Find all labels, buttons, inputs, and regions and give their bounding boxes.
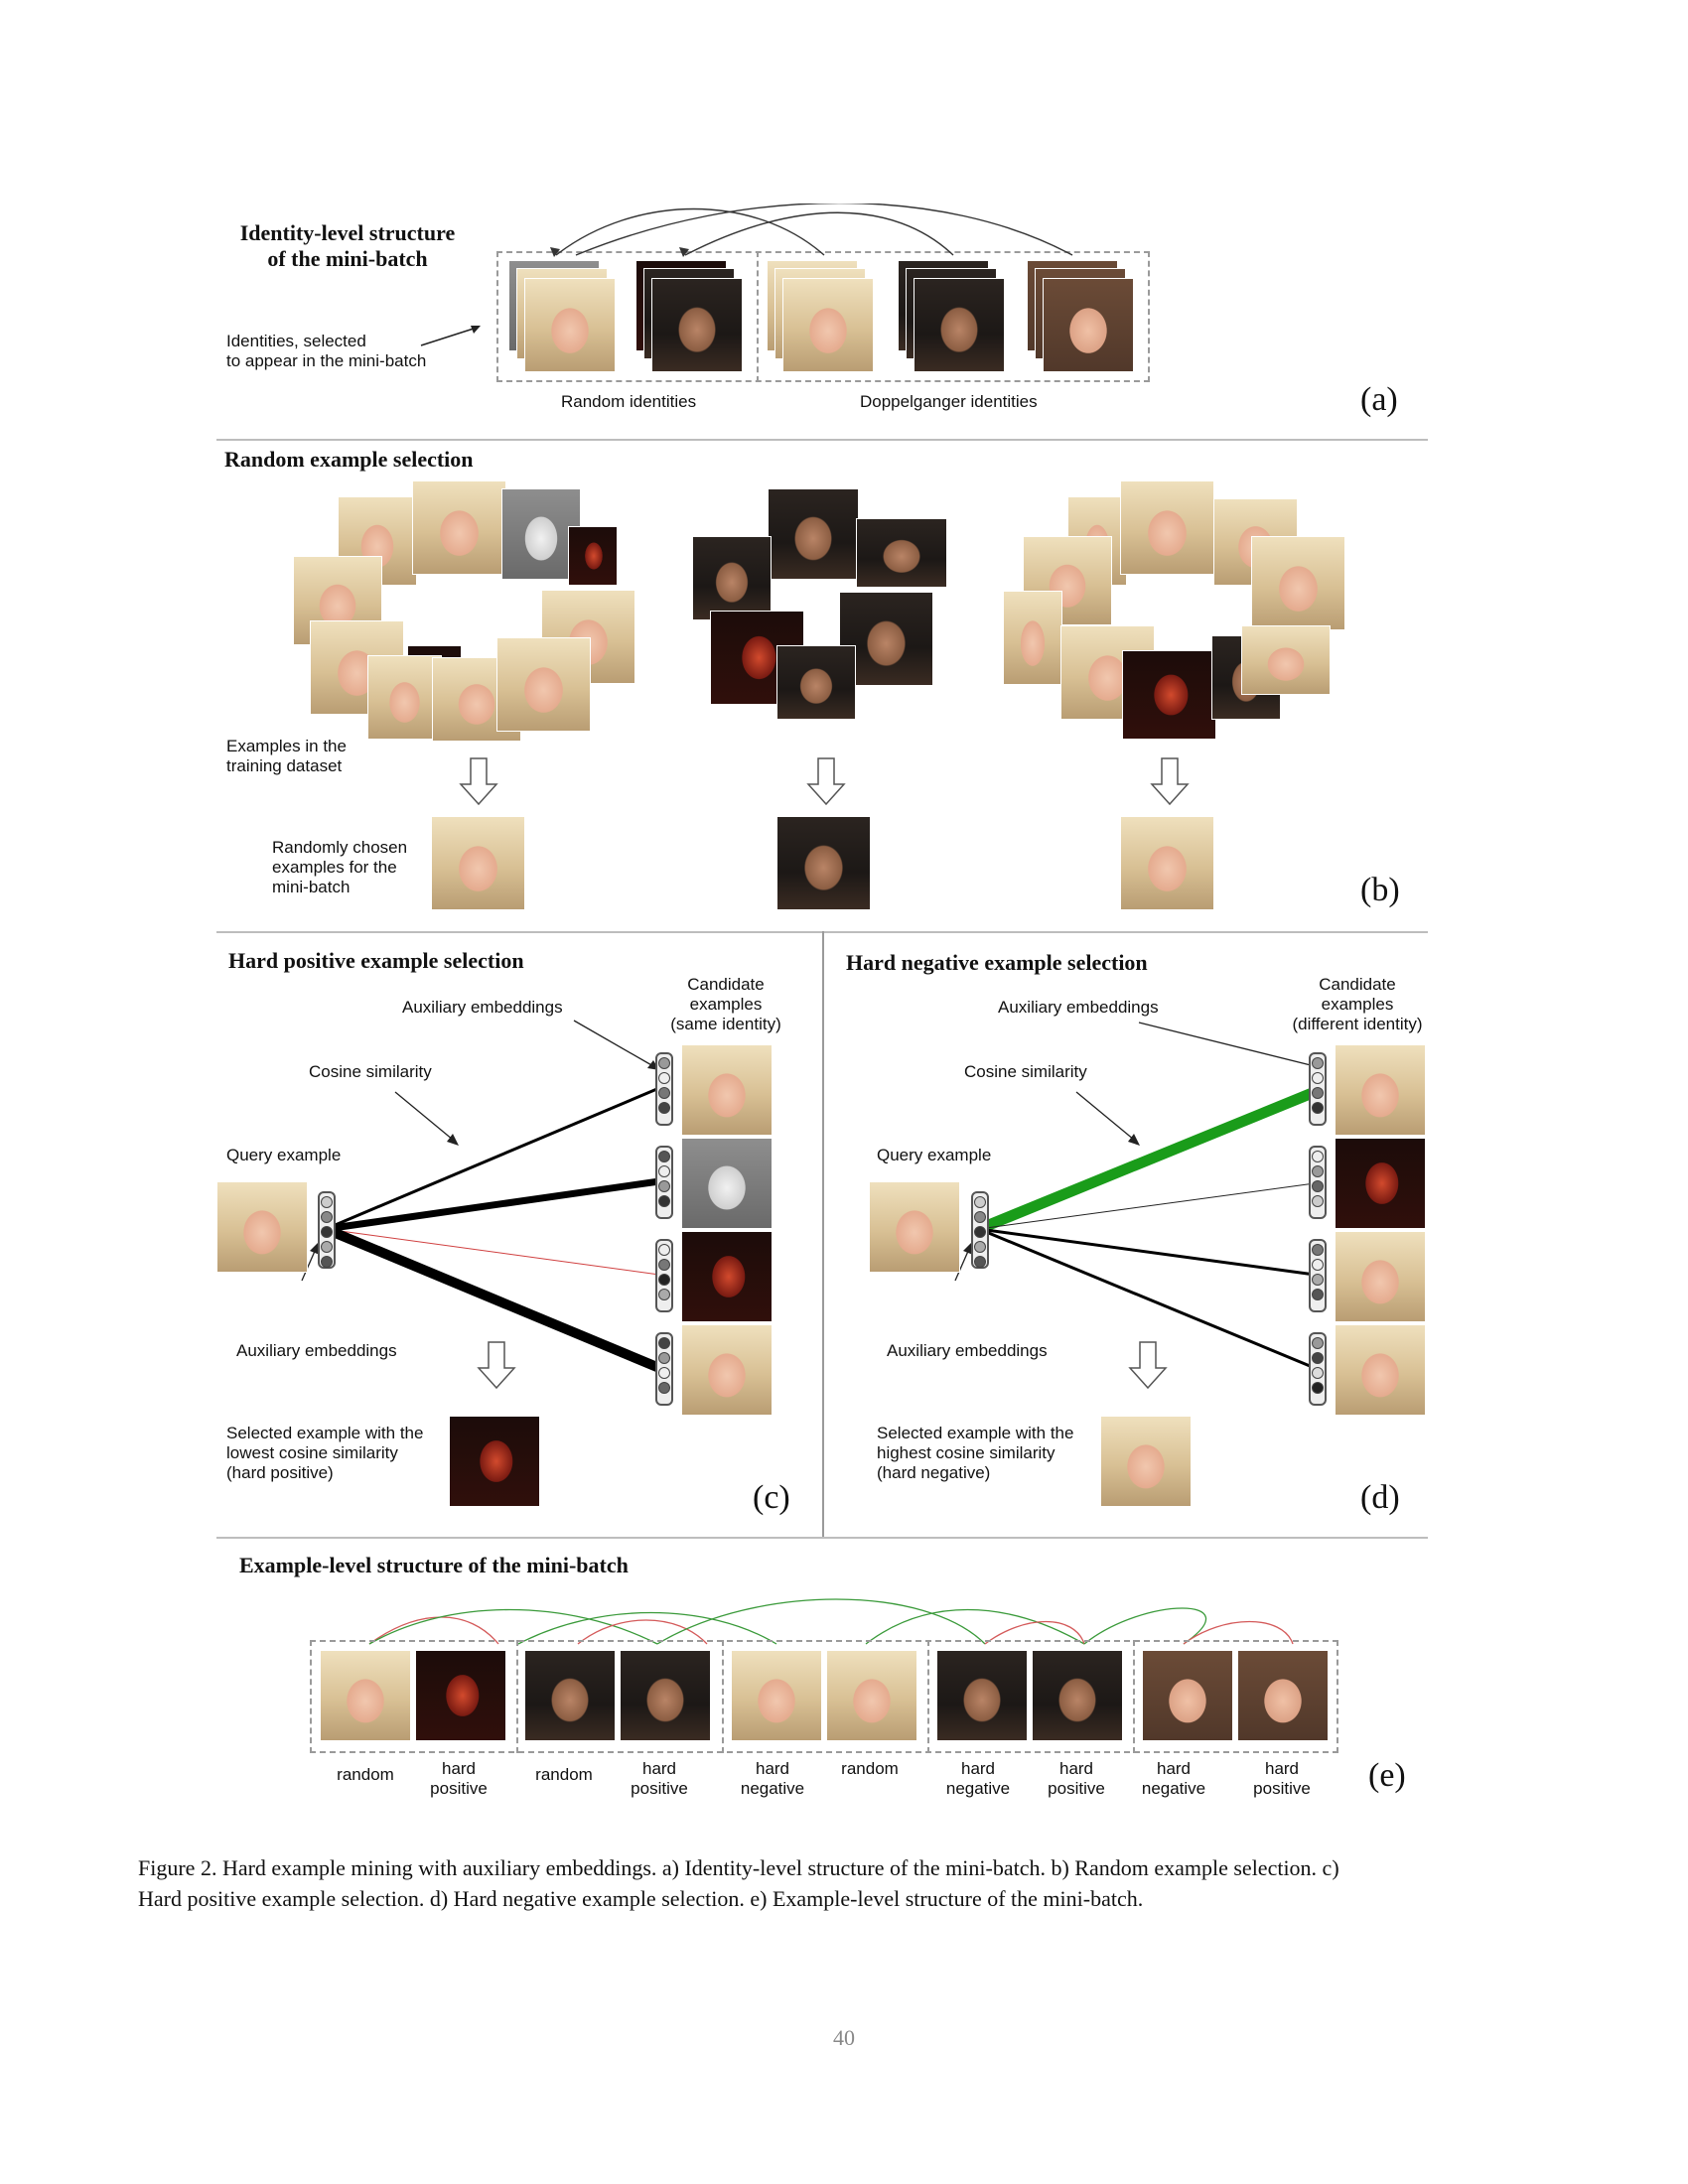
divider-vertical [822,931,824,1537]
aux-bottom-c: Auxiliary embeddings [236,1341,397,1360]
example-label: random [841,1759,899,1778]
aux-bottom-d: Auxiliary embeddings [887,1341,1048,1360]
candidate-embedding [1309,1239,1327,1312]
doppelganger-identities-label: Doppelganger identities [860,392,1038,411]
candidate-face-d-2 [1335,1138,1426,1229]
panel-a-letter: (a) [1360,381,1398,418]
query-face-c [216,1181,308,1273]
identity-face-doppel-3 [1043,278,1134,372]
query-face-d [869,1181,960,1273]
candidates-d: Candidate examples (different identity) [1292,975,1423,1033]
panel-b-title: Random example selection [224,447,474,472]
random-identities-label: Random identities [561,392,697,411]
panel-e-letter: (e) [1368,1757,1406,1794]
candidate-embedding [655,1239,673,1312]
chosen-face-3 [1120,816,1214,910]
example-label: hard negative [740,1759,805,1798]
example-label: hard negative [945,1759,1011,1798]
selected-c: Selected example with the lowest cosine … [226,1424,424,1482]
pointer-arrow [420,326,481,346]
candidate-embedding [1309,1052,1327,1126]
examples-label: Examples in the training dataset [226,737,347,775]
panel-c-title: Hard positive example selection [228,948,524,973]
example-face [936,1650,1028,1741]
example-label: hard positive [430,1759,488,1798]
aux-top-c: Auxiliary embeddings [402,998,563,1017]
example-label: random [535,1765,593,1784]
chosen-face-1 [431,816,525,910]
example-face [415,1650,506,1741]
example-box-divider [1133,1640,1135,1753]
candidate-embedding [1309,1146,1327,1219]
example-face [620,1650,711,1741]
identity-face-random-1 [524,278,616,372]
panel-c-letter: (c) [753,1479,790,1516]
candidate-embedding [655,1052,673,1126]
example-box [310,1640,1338,1753]
panel-d-letter: (d) [1360,1479,1400,1516]
candidate-embedding [655,1332,673,1406]
selected-face-c [449,1416,540,1507]
aux-top-d: Auxiliary embeddings [998,998,1159,1017]
down-arrow [1150,757,1190,806]
query-c: Query example [226,1146,342,1164]
query-embedding-d [971,1191,989,1269]
example-arcs [368,1598,1294,1645]
candidate-face-c-1 [681,1044,773,1136]
cosine-c: Cosine similarity [309,1062,432,1081]
similarity-lines-c [301,1020,661,1373]
down-arrow [1128,1341,1168,1390]
candidate-embedding [1309,1332,1327,1406]
candidates-c: Candidate examples (same identity) [670,975,781,1033]
panel-b-letter: (b) [1360,872,1400,908]
example-box-divider [722,1640,724,1753]
example-label: hard positive [1253,1759,1311,1798]
identity-box [496,251,1150,382]
figure-caption: Figure 2. Hard example mining with auxil… [138,1855,1339,1911]
panel-a-title: Identity-level structure of the mini-bat… [239,220,456,271]
identity-face-doppel-1 [782,278,874,372]
candidate-embedding [655,1146,673,1219]
selected-face-d [1100,1416,1192,1507]
example-face [826,1650,917,1741]
identity-box-divider [757,251,759,382]
query-d: Query example [877,1146,992,1164]
example-face [320,1650,411,1741]
example-label: hard positive [1048,1759,1105,1798]
candidate-face-c-3 [681,1231,773,1322]
example-face [524,1650,616,1741]
highlight-line [976,1086,1318,1235]
selected-d: Selected example with the highest cosine… [877,1424,1074,1482]
divider [216,439,1428,441]
down-arrow [477,1341,516,1390]
chosen-label: Randomly chosen examples for the mini-ba… [272,838,408,896]
identity-arcs [550,204,1073,257]
page-number: 40 [833,2025,855,2050]
candidate-face-c-4 [681,1324,773,1416]
cosine-d: Cosine similarity [964,1062,1087,1081]
candidate-face-c-2 [681,1138,773,1229]
example-box-divider [516,1640,518,1753]
example-face [1142,1650,1233,1741]
identity-face-doppel-2 [914,278,1005,372]
panel-e-title: Example-level structure of the mini-batc… [239,1553,629,1577]
divider [216,1537,1428,1539]
identity-face-random-2 [651,278,743,372]
panel-a-note: Identities, selected to appear in the mi… [226,332,427,370]
candidate-face-d-1 [1335,1044,1426,1136]
candidate-face-d-4 [1335,1324,1426,1416]
example-face [731,1650,822,1741]
panel-d-title: Hard negative example selection [846,950,1148,975]
example-face [1237,1650,1329,1741]
candidate-face-d-3 [1335,1231,1426,1322]
example-face [1032,1650,1123,1741]
down-arrow [459,757,498,806]
example-label: hard positive [631,1759,688,1798]
chosen-face-2 [776,816,871,910]
example-label: random [337,1765,394,1784]
down-arrow [806,757,846,806]
example-box-divider [927,1640,929,1753]
query-embedding-c [318,1191,336,1269]
example-label: hard negative [1141,1759,1206,1798]
